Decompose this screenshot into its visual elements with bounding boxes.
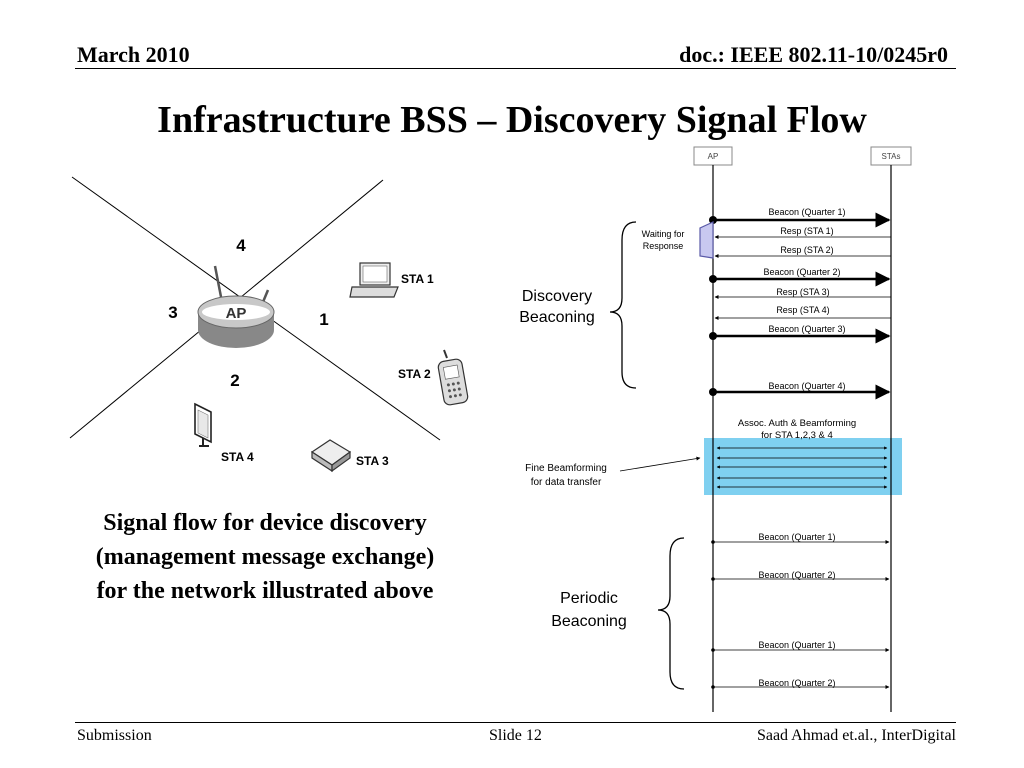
footer-submission: Submission: [77, 727, 152, 744]
caption-line: for the network illustrated above: [96, 578, 434, 604]
discovery-messages: Beacon (Quarter 1) Resp (STA 1) Resp (ST…: [709, 207, 891, 400]
message-label: Resp (STA 2): [780, 245, 833, 255]
footer-rule: [75, 722, 956, 723]
caption-line: (management message exchange): [95, 544, 435, 570]
message-label: Beacon (Quarter 2): [758, 678, 835, 688]
ap-participant-label: AP: [708, 152, 719, 161]
assoc-label-line2: for STA 1,2,3 & 4: [761, 430, 833, 441]
ap-label: AP: [226, 305, 247, 322]
set-top-box-icon: [310, 439, 352, 473]
header-doc-id: doc.: IEEE 802.11-10/0245r0: [679, 42, 948, 67]
laptop-icon: [349, 262, 399, 298]
beamforming-exchange: [716, 446, 888, 489]
fine-beamforming-label-line2: for data transfer: [531, 477, 602, 488]
sector-1-label: 1: [319, 310, 328, 329]
periodic-label-line1: Periodic: [560, 590, 618, 607]
periodic-messages: Beacon (Quarter 1) Beacon (Quarter 2) Be…: [711, 532, 890, 689]
message-label: Beacon (Quarter 1): [768, 207, 845, 217]
message-label: Resp (STA 1): [780, 226, 833, 236]
caption-line: Signal flow for device discovery: [103, 510, 427, 536]
waiting-label-line2: Response: [643, 241, 684, 251]
sector-2-label: 2: [230, 371, 239, 390]
fine-beamforming-pointer: [619, 456, 701, 472]
sector-4-label: 4: [236, 236, 246, 255]
header-rule: [75, 68, 956, 69]
sta-3-label: STA 3: [356, 454, 389, 468]
message-label: Beacon (Quarter 1): [758, 532, 835, 542]
fine-beamforming-label-line1: Fine Beamforming: [525, 463, 607, 474]
discovery-label-line2: Beaconing: [519, 309, 595, 326]
slide-title: Infrastructure BSS – Discovery Signal Fl…: [157, 99, 867, 141]
message-label: Resp (STA 4): [776, 305, 829, 315]
sta-2-label: STA 2: [398, 367, 431, 381]
assoc-label-line1: Assoc. Auth & Beamforming: [738, 418, 856, 429]
periodic-brace: [657, 537, 685, 690]
message-label: Beacon (Quarter 3): [768, 324, 845, 334]
message-label: Resp (STA 3): [776, 287, 829, 297]
message-label: Beacon (Quarter 2): [763, 267, 840, 277]
diagram-caption: Signal flow for device discovery (manage…: [40, 506, 490, 608]
waiting-bracket: [699, 221, 714, 259]
stas-participant-label: STAs: [882, 152, 901, 161]
beamforming-highlight: [704, 438, 902, 495]
ap-router-icon: [197, 265, 275, 348]
header-date: March 2010: [77, 42, 190, 67]
sta-1-label: STA 1: [401, 272, 434, 286]
phone-icon: [437, 349, 469, 406]
network-diagram: AP 4 3 1 2 STA 1 STA 2: [69, 176, 469, 473]
message-label: Beacon (Quarter 4): [768, 381, 845, 391]
discovery-label-line1: Discovery: [522, 288, 592, 305]
display-panel-icon: [194, 402, 212, 447]
footer-author: Saad Ahmad et.al., InterDigital: [756, 727, 956, 744]
footer-slide-number: Slide 12: [489, 727, 542, 744]
message-label: Beacon (Quarter 2): [758, 570, 835, 580]
message-label: Beacon (Quarter 1): [758, 640, 835, 650]
sector-3-label: 3: [168, 303, 177, 322]
sequence-diagram: AP STAs Beacon (Quarter 1) Resp (STA 1) …: [519, 146, 912, 712]
periodic-label-line2: Beaconing: [551, 613, 627, 630]
waiting-label-line1: Waiting for: [642, 229, 685, 239]
sta-4-label: STA 4: [221, 450, 254, 464]
discovery-brace: [609, 221, 637, 389]
